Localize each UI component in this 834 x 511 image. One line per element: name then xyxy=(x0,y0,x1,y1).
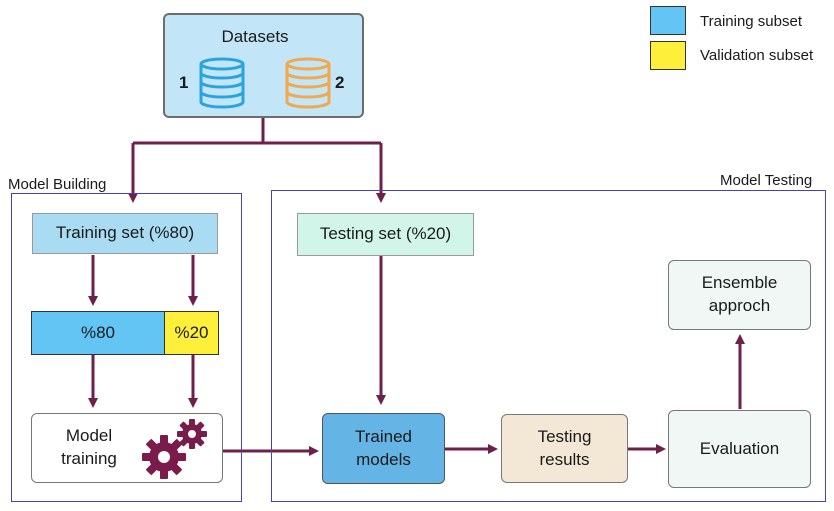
ensemble-line2: approch xyxy=(708,296,771,315)
gears-icon xyxy=(140,417,212,481)
database-icon xyxy=(284,57,332,109)
dataset-2-label: 2 xyxy=(335,73,345,92)
trained-models-box: Trained models xyxy=(322,413,445,484)
split-valid-segment: %20 xyxy=(165,311,219,355)
testing-results-line2: results xyxy=(539,449,590,469)
datasets-box: Datasets 1 2 xyxy=(163,13,364,118)
model-building-title: Model Building xyxy=(8,176,107,193)
legend-training-swatch xyxy=(650,6,686,35)
ensemble-line1: Ensemble xyxy=(701,273,778,293)
legend-validation-swatch xyxy=(650,41,686,70)
evaluation-box: Evaluation xyxy=(668,410,811,488)
testing-set-box: Testing set (%20) xyxy=(297,213,474,256)
ensemble-approach-box: Ensemble approch xyxy=(668,260,811,330)
legend-training-label: Training subset xyxy=(700,13,802,30)
datasets-title: Datasets xyxy=(221,27,289,46)
split-train-segment: %80 xyxy=(31,311,165,355)
model-testing-title: Model Testing xyxy=(720,172,813,189)
model-training-box: Model training xyxy=(31,413,223,483)
model-training-label: Model training xyxy=(44,424,134,472)
model-building-frame xyxy=(11,193,242,502)
training-set-box: Training set (%80) xyxy=(32,213,218,254)
trained-models-line1: Trained xyxy=(354,426,412,446)
trained-models-line2: models xyxy=(356,449,411,469)
dataset-1-label: 1 xyxy=(179,73,189,92)
testing-results-line1: Testing xyxy=(537,426,592,446)
legend-validation-label: Validation subset xyxy=(700,47,814,64)
database-icon xyxy=(198,57,246,109)
model-training-line1: Model xyxy=(65,426,113,446)
model-training-line2: training xyxy=(61,449,117,468)
model-testing-frame xyxy=(271,190,826,502)
testing-results-box: Testing results xyxy=(501,414,628,483)
